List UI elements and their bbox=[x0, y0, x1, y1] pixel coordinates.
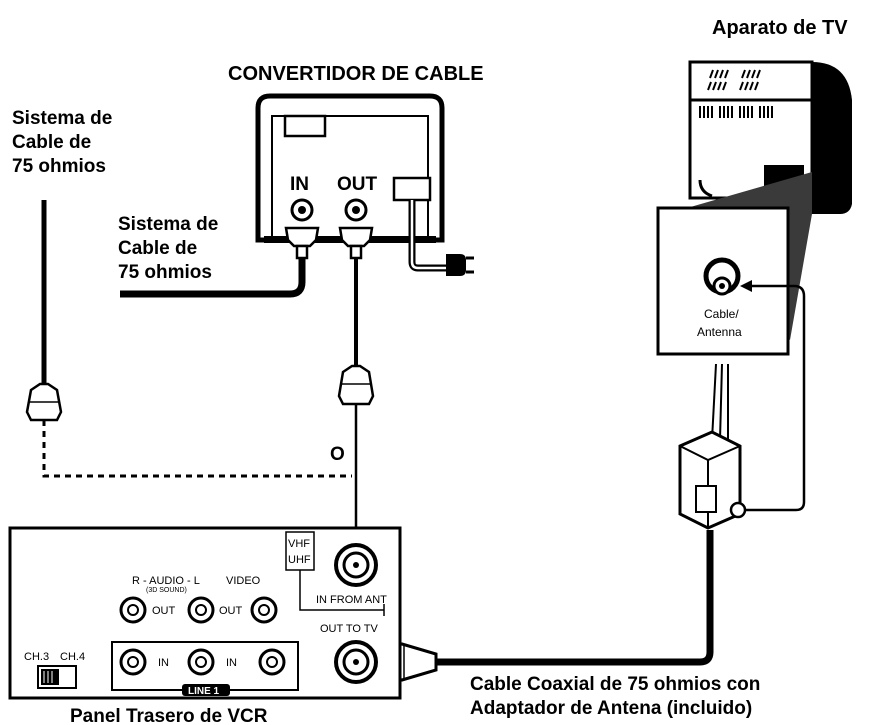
power-cord bbox=[408, 200, 474, 276]
out-label-2: OUT bbox=[219, 605, 243, 617]
converter-in-label: IN bbox=[290, 174, 309, 195]
vhf-uhf-box bbox=[285, 531, 315, 571]
uhf-label: UHF bbox=[288, 554, 311, 566]
video-out-jack bbox=[250, 596, 278, 624]
line1-audio-r-in-jack bbox=[119, 648, 147, 676]
audio-r-out-jack bbox=[119, 596, 147, 624]
coax-caption: Cable Coaxial de 75 ohmios con Adaptador… bbox=[470, 674, 760, 719]
tv-title: Aparato de TV bbox=[712, 17, 848, 39]
or-label: O bbox=[330, 444, 345, 465]
converter-out-jack bbox=[344, 198, 368, 222]
converter-to-vcr-cable bbox=[337, 258, 375, 562]
svg-text:75 ohmios: 75 ohmios bbox=[12, 156, 106, 177]
sound-label: (3D SOUND) bbox=[146, 587, 187, 594]
vhf-label: VHF bbox=[288, 538, 310, 550]
vcr-rear-panel: VHF UHF IN FROM ANT OUT TO TV R - AUDIO … bbox=[8, 526, 402, 700]
converter-title: CONVERTIDOR DE CABLE bbox=[228, 63, 484, 85]
out-to-tv-label: OUT TO TV bbox=[320, 623, 379, 635]
in-label-1: IN bbox=[158, 657, 169, 669]
video-label: VIDEO bbox=[226, 575, 261, 587]
in-from-ant-label: IN FROM ANT bbox=[316, 594, 387, 606]
vcr-title: Panel Trasero de VCR bbox=[70, 706, 268, 725]
cable-system-mid-label: Sistema de Cable de 75 ohmios bbox=[118, 214, 218, 283]
cable-converter-box: IN OUT bbox=[255, 93, 445, 243]
line1-badge-label: LINE 1 bbox=[188, 686, 220, 697]
in-label-2: IN bbox=[226, 657, 237, 669]
line1-audio-l-in-jack bbox=[187, 648, 215, 676]
tv-antenna-jack bbox=[703, 257, 741, 296]
channel-switch bbox=[37, 665, 77, 689]
alternate-cable-path: O bbox=[25, 200, 352, 478]
converter-power-outlet bbox=[392, 176, 432, 202]
out-to-tv-jack bbox=[334, 640, 378, 684]
audio-label: R - AUDIO - L bbox=[132, 575, 200, 587]
svg-text:Cable Coaxial de 75 ohmios con: Cable Coaxial de 75 ohmios con bbox=[470, 674, 760, 695]
antenna-adapter bbox=[678, 280, 806, 530]
cable-system-left-label: Sistema de Cable de 75 ohmios bbox=[12, 108, 112, 177]
converter-in-connector bbox=[284, 226, 320, 260]
cable-system-to-converter bbox=[120, 258, 306, 298]
svg-text:Adaptador de Antena (incluido): Adaptador de Antena (incluido) bbox=[470, 698, 752, 719]
line1-video-in-jack bbox=[258, 648, 286, 676]
svg-text:Sistema de: Sistema de bbox=[118, 214, 218, 235]
ch3-label: CH.3 bbox=[24, 651, 49, 663]
audio-l-out-jack bbox=[187, 596, 215, 624]
converter-display bbox=[283, 114, 327, 138]
converter-out-label: OUT bbox=[337, 174, 378, 195]
tv-antenna-label-line1: Cable/ bbox=[704, 307, 739, 321]
tv-antenna-label-line2: Antenna bbox=[697, 325, 742, 339]
line1-badge bbox=[182, 684, 230, 696]
converter-out-connector bbox=[338, 226, 374, 260]
in-from-ant-jack bbox=[334, 543, 378, 587]
tv-set: Cable/ Antenna bbox=[656, 60, 852, 356]
coax-cable-to-vcr bbox=[380, 530, 714, 682]
out-label-1: OUT bbox=[152, 605, 176, 617]
ch4-label: CH.4 bbox=[60, 651, 85, 663]
svg-text:Sistema de: Sistema de bbox=[12, 108, 112, 129]
svg-text:Cable de: Cable de bbox=[118, 238, 197, 259]
svg-text:Cable de: Cable de bbox=[12, 132, 91, 153]
converter-in-jack bbox=[290, 198, 314, 222]
svg-text:75 ohmios: 75 ohmios bbox=[118, 262, 212, 283]
